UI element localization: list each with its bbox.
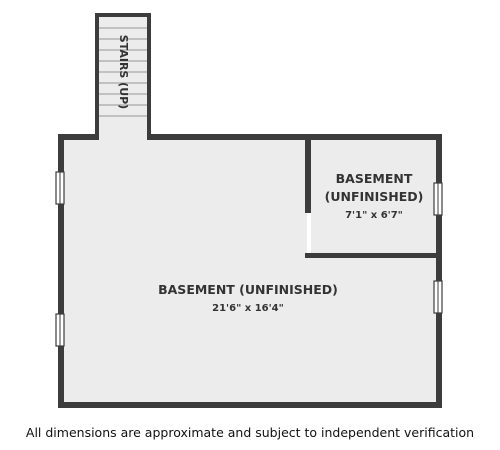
disclaimer-text: All dimensions are approximate and subje…: [25, 425, 475, 440]
stairs: STAIRS (UP): [95, 13, 151, 138]
main-room-dimensions: 21'6" x 16'4": [212, 303, 284, 314]
window-left-upper: [55, 171, 65, 205]
stair-treads: [99, 27, 147, 117]
stairs-wall: [95, 13, 151, 138]
exterior-walls: [58, 134, 442, 408]
small-room-name-line2: (UNFINISHED): [325, 189, 424, 204]
stairs-label: STAIRS (UP): [117, 35, 130, 109]
small-room-name-line1: BASEMENT: [336, 171, 413, 186]
small-room-walls: [305, 134, 442, 258]
small-room-dimensions: 7'1" x 6'7": [345, 210, 403, 221]
window-right-lower: [433, 280, 443, 314]
window-right-upper: [433, 182, 443, 216]
stairs-floor: [99, 17, 147, 138]
main-room-floor: [62, 138, 438, 403]
door-opening: [307, 213, 311, 253]
main-room-name: BASEMENT (UNFINISHED): [158, 282, 338, 297]
window-left-lower: [55, 313, 65, 347]
